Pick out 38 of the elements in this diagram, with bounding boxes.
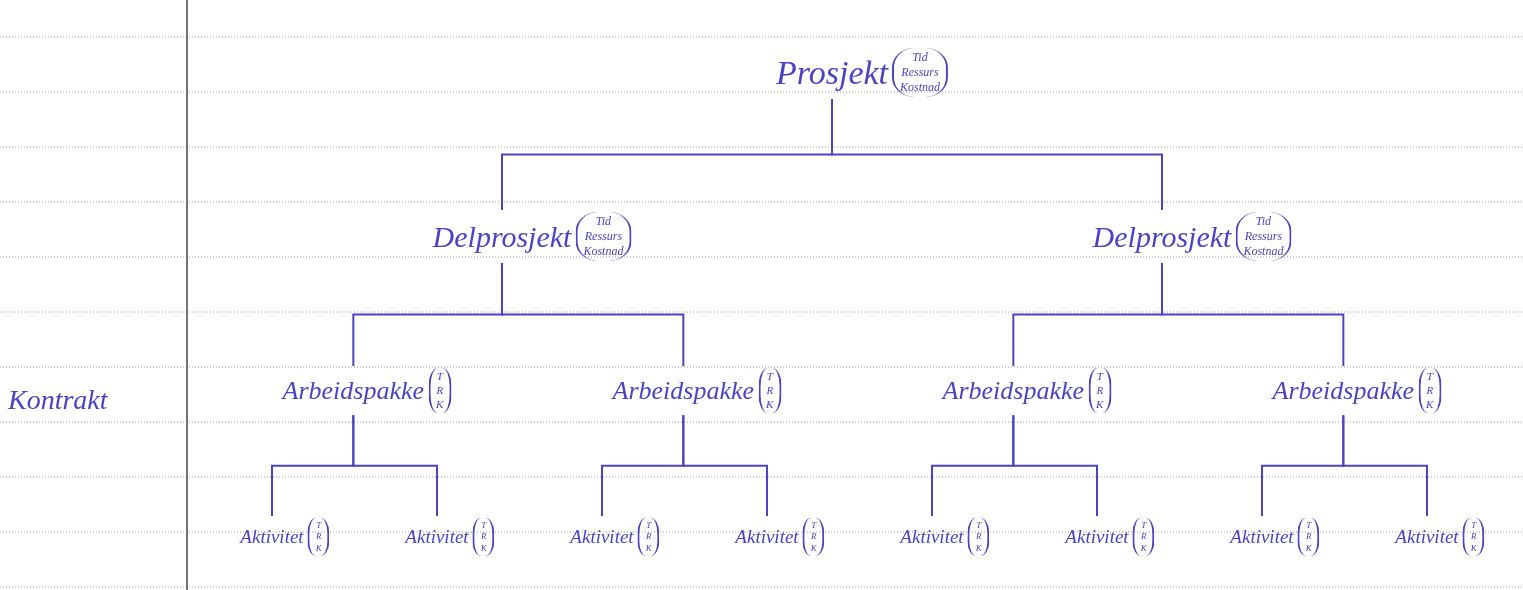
node-title: Delprosjekt [432,221,572,252]
parenthetical-note: T R K [637,518,660,556]
node-title: Aktivitet [570,527,634,547]
parenthetical-note: T R K [758,368,782,414]
node-title: Aktivitet [900,527,964,547]
tree-connector [501,262,685,367]
parenthetical-note: T R K [802,518,825,556]
tree-connector [1012,414,1098,517]
tree-connector [831,98,1163,211]
node-title: Aktivitet [735,527,799,547]
node-title: Aktivitet [1065,527,1129,547]
parenthetical-note: T R K [1297,518,1320,556]
side-label: Kontrakt [8,386,108,414]
parenthetical-note: Tid Ressurs Kostnad [1235,212,1292,261]
node-title: Aktivitet [1395,527,1459,547]
parenthetical-note: T R K [1418,368,1442,414]
parenthetical-note: T R K [428,368,452,414]
node-title: Delprosjekt [1092,221,1232,252]
node-title: Arbeidspakke [282,377,425,404]
node-title: Arbeidspakke [612,377,755,404]
parenthetical-note: T R K [967,518,990,556]
parenthetical-note: T R K [307,518,330,556]
parenthetical-note: Tid Ressurs Kostnad [575,212,632,261]
node-title: Aktivitet [240,527,304,547]
tree-connector [352,414,438,517]
node-title: Aktivitet [1230,527,1294,547]
node-title: Prosjekt [775,55,888,90]
node-title: Aktivitet [405,527,469,547]
node-title: Arbeidspakke [942,377,1085,404]
parenthetical-note: T R K [472,518,495,556]
tree-connector [1342,414,1428,517]
node-title: Arbeidspakke [1272,377,1415,404]
parenthetical-note: T R K [1132,518,1155,556]
tree-connector [1161,262,1345,367]
parenthetical-note: T R K [1088,368,1112,414]
parenthetical-note: Tid Ressurs Kostnad [892,48,949,97]
tree-connector [682,414,768,517]
parenthetical-note: T R K [1462,518,1485,556]
